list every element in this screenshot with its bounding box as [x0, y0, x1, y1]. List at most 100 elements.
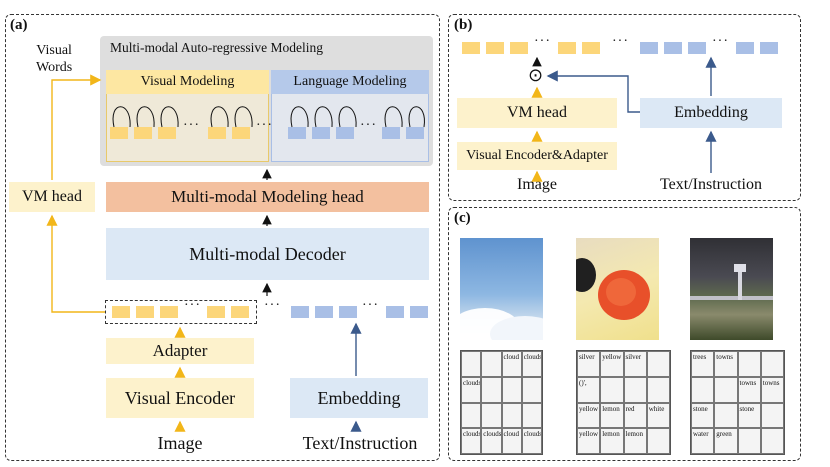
field-fence-image: [690, 238, 773, 340]
grid-cell: lemon: [600, 428, 624, 454]
grid-cell: yellow: [577, 402, 601, 429]
grid-cell: towns: [760, 376, 784, 403]
bird-image: [576, 238, 659, 340]
grid-cell: red: [623, 402, 647, 429]
grid-cell: towns: [714, 351, 738, 377]
grid-cell: lemon: [600, 402, 624, 429]
vm-head-b: VM head: [457, 98, 617, 128]
visual-token: [112, 306, 130, 318]
grid-cell: water: [691, 428, 715, 454]
ar-language-token: [382, 127, 400, 139]
b-language-token: [664, 42, 682, 54]
visual-token-ellipsis: ···: [184, 298, 201, 313]
grid-cell: [501, 402, 522, 429]
ar-language-ellipsis: ···: [360, 118, 377, 133]
grid-cell: stone: [691, 402, 715, 429]
grid-cell: lemon: [623, 428, 647, 454]
visual-encoder-box: Visual Encoder: [106, 378, 254, 418]
grid-cell: [623, 376, 647, 403]
image-label-b: Image: [517, 176, 557, 193]
b-visual-token: [486, 42, 504, 54]
panel-b: [448, 14, 801, 201]
ar-language-token: [336, 127, 354, 139]
vm-head-a: VM head: [9, 182, 95, 212]
b-language-token: [640, 42, 658, 54]
odot-operator: ⊙: [528, 65, 544, 86]
language-token: [386, 306, 404, 318]
visual-token: [231, 306, 249, 318]
visual-token: [136, 306, 154, 318]
grid-cell: [714, 376, 738, 403]
sky-clouds-image: [460, 238, 543, 340]
language-token: [410, 306, 428, 318]
grid-cell: [521, 376, 542, 403]
grid-cell: [714, 402, 738, 429]
b-visual-ellipsis: ···: [534, 34, 551, 49]
grid-cell: green: [714, 428, 738, 454]
visual-token-group: [105, 300, 257, 324]
grid-cell: yellow: [600, 351, 624, 377]
ar-visual-token: [232, 127, 250, 139]
language-token-ellipsis: ···: [362, 298, 379, 313]
grid-cell: [646, 428, 670, 454]
b-language-token: [688, 42, 706, 54]
grid-cell: clouds: [461, 428, 482, 454]
language-modeling-label: Language Modeling: [271, 70, 429, 94]
grid-cell: [760, 428, 784, 454]
grid-cell: [521, 402, 542, 429]
grid-cell: [481, 351, 502, 377]
visual-token: [207, 306, 225, 318]
grid-cell: [737, 351, 761, 377]
grid-cell: clouds: [481, 428, 502, 454]
ar-visual-token: [134, 127, 152, 139]
token-mid-ellipsis: ···: [264, 298, 281, 313]
text-instruction-label-a: Text/Instruction: [302, 432, 418, 453]
b-visual-token: [558, 42, 576, 54]
grid-cell: clouds: [521, 428, 542, 454]
panel-c-label: (c): [454, 210, 471, 226]
ar-visual-token: [158, 127, 176, 139]
grid-cell: [760, 402, 784, 429]
b-visual-token: [462, 42, 480, 54]
grid-cell: [481, 376, 502, 403]
grid-cell: silver: [577, 351, 601, 377]
grid-cell: [760, 351, 784, 377]
visual-token: [160, 306, 178, 318]
image-label-a: Image: [157, 432, 203, 453]
grid-cell: clouds: [461, 376, 482, 403]
grid-cell: [600, 376, 624, 403]
grid-cell: yellow: [577, 428, 601, 454]
mm-modeling-head: Multi-modal Modeling head: [106, 182, 429, 212]
ar-language-token: [288, 127, 306, 139]
panel-b-label: (b): [454, 17, 473, 33]
b-visual-token: [582, 42, 600, 54]
grid-cell: [646, 351, 670, 377]
ar-visual-token: [208, 127, 226, 139]
adapter-box: Adapter: [106, 338, 254, 364]
b-visual-token: [510, 42, 528, 54]
grid-cell: ()',: [577, 376, 601, 403]
grid-cell: [461, 402, 482, 429]
grid-cell: [646, 376, 670, 403]
visual-words-label: Visual Words: [36, 43, 73, 75]
grid-cell: cloud: [501, 428, 522, 454]
grid-cell: [461, 351, 482, 377]
language-token: [339, 306, 357, 318]
b-language-token: [736, 42, 754, 54]
embedding-box-a: Embedding: [290, 378, 428, 418]
grid-cell: silver: [623, 351, 647, 377]
ar-visual-ellipsis: ···: [183, 118, 200, 133]
grid-cell: clouds: [521, 351, 542, 377]
visual-modeling-label: Visual Modeling: [106, 70, 269, 94]
ar-language-token: [406, 127, 424, 139]
encoder-adapter-b: Visual Encoder&Adapter: [457, 142, 617, 170]
panel-a: [5, 14, 440, 461]
ar-mid-ellipsis: ···: [256, 118, 273, 133]
b-language-ellipsis: ···: [712, 34, 729, 49]
grid-cell: towns: [737, 376, 761, 403]
ar-visual-token: [110, 127, 128, 139]
ar-language-token: [312, 127, 330, 139]
